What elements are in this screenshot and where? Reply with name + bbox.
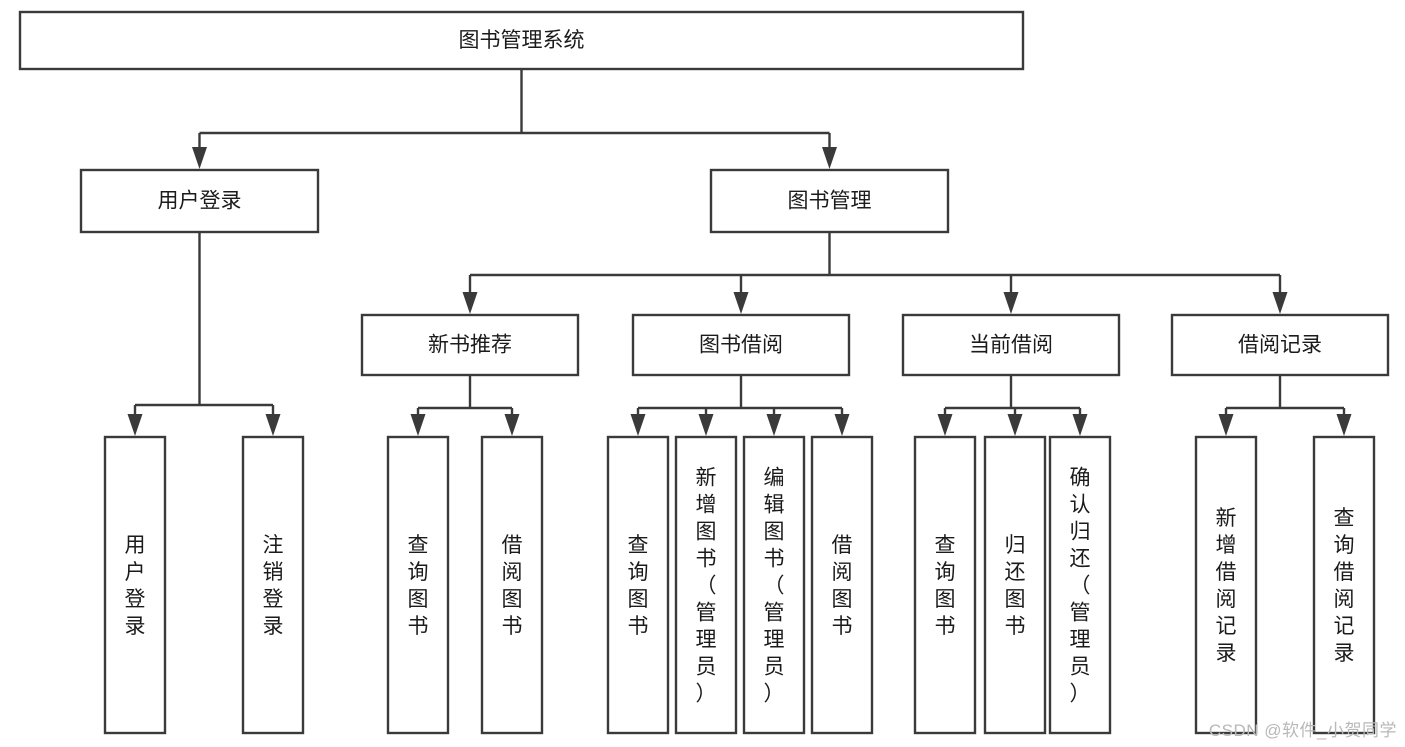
node-label: 注销登录 — [263, 534, 284, 638]
node-label: 借阅图书 — [502, 534, 523, 638]
connector-group-borrow-record — [1218, 375, 1352, 436]
node-label: 借阅记录 — [1238, 334, 1322, 357]
node-label: 用户登录 — [158, 190, 242, 213]
node-leaf-add-borrow-record[interactable]: 新增借阅记录 — [1194, 435, 1258, 735]
node-current-borrow[interactable]: 当前借阅 — [901, 313, 1121, 377]
csdn-watermark: CSDN @软件_小贺同学 — [1208, 721, 1397, 740]
node-label: 查询图书 — [408, 534, 429, 638]
connector-group-root — [192, 69, 837, 169]
node-new-book-recommend[interactable]: 新书推荐 — [360, 313, 580, 377]
node-leaf-query-book-3[interactable]: 查询图书 — [913, 435, 977, 735]
node-book-borrow[interactable]: 图书借阅 — [631, 313, 851, 377]
node-label: 图书管理系统 — [459, 29, 585, 52]
node-book-management[interactable]: 图书管理 — [709, 168, 950, 234]
connector-group-current-borrow — [937, 375, 1088, 436]
node-borrow-record[interactable]: 借阅记录 — [1170, 313, 1390, 377]
node-leaf-borrow-book-2[interactable]: 借阅图书 — [810, 435, 874, 735]
connector-group-book-borrow — [630, 375, 850, 436]
node-label: 查询图书 — [935, 534, 956, 638]
node-label: 归还图书 — [1005, 534, 1026, 638]
node-label: 查询图书 — [628, 534, 649, 638]
connector-layer — [127, 69, 1352, 436]
node-leaf-confirm-return[interactable]: 确认归还（管理员） — [1048, 435, 1112, 735]
node-leaf-user-login[interactable]: 用户登录 — [103, 435, 167, 735]
node-leaf-borrow-book-1[interactable]: 借阅图书 — [480, 435, 544, 735]
node-label: 借阅图书 — [832, 534, 853, 638]
node-leaf-logout-login[interactable]: 注销登录 — [241, 435, 305, 735]
node-label: 新增借阅记录 — [1216, 507, 1237, 665]
node-label: 新书推荐 — [428, 334, 512, 357]
node-layer: 图书管理系统用户登录图书管理新书推荐图书借阅当前借阅借阅记录用户登录注销登录查询… — [18, 10, 1390, 735]
node-leaf-query-borrow-record[interactable]: 查询借阅记录 — [1312, 435, 1376, 735]
node-user-login[interactable]: 用户登录 — [79, 168, 320, 234]
node-label: 查询借阅记录 — [1334, 507, 1355, 665]
connector-group-new-book-recommend — [410, 375, 520, 436]
node-label: 确认归还（管理员） — [1070, 467, 1091, 706]
node-label: 图书借阅 — [699, 334, 783, 357]
node-leaf-return-book[interactable]: 归还图书 — [983, 435, 1047, 735]
connector-group-user-login — [127, 232, 281, 436]
node-label: 当前借阅 — [969, 334, 1053, 357]
node-leaf-add-book[interactable]: 新增图书（管理员） — [674, 435, 738, 735]
node-label: 新增图书（管理员） — [696, 467, 717, 706]
node-leaf-query-book-1[interactable]: 查询图书 — [386, 435, 450, 735]
node-leaf-query-book-2[interactable]: 查询图书 — [606, 435, 670, 735]
node-label: 用户登录 — [125, 534, 146, 638]
connector-group-book-management — [462, 232, 1288, 314]
node-label: 图书管理 — [788, 190, 872, 213]
node-label: 编辑图书（管理员） — [764, 467, 785, 706]
node-root[interactable]: 图书管理系统 — [18, 10, 1025, 71]
node-leaf-edit-book[interactable]: 编辑图书（管理员） — [742, 435, 806, 735]
